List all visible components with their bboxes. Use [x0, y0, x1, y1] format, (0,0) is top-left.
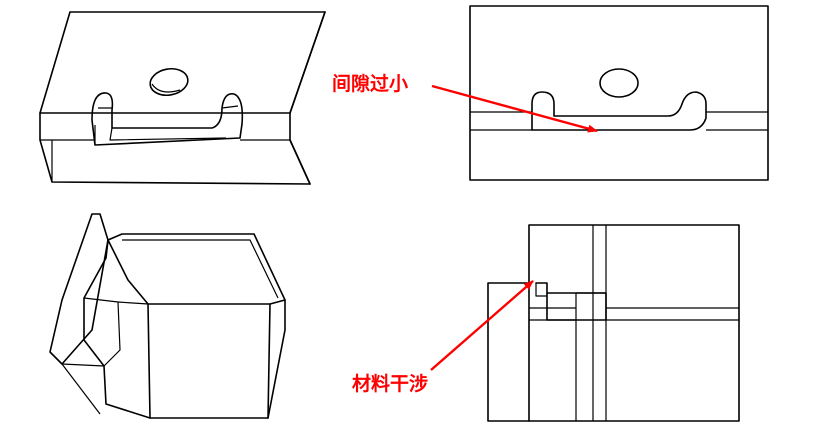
annotation-interference: 材料干涉	[352, 280, 534, 395]
interference-arrow	[430, 280, 534, 371]
gap-label: 间隙过小	[332, 72, 408, 95]
annotation-gap: 间隙过小	[332, 72, 598, 133]
interference-label: 材料干涉	[352, 372, 428, 395]
section-view-interference	[487, 224, 740, 422]
front-view-slotted-block	[469, 5, 769, 181]
iso-view-slotted-block	[39, 11, 326, 185]
gap-arrow	[431, 84, 598, 133]
iso-view-square-boss	[49, 213, 286, 419]
